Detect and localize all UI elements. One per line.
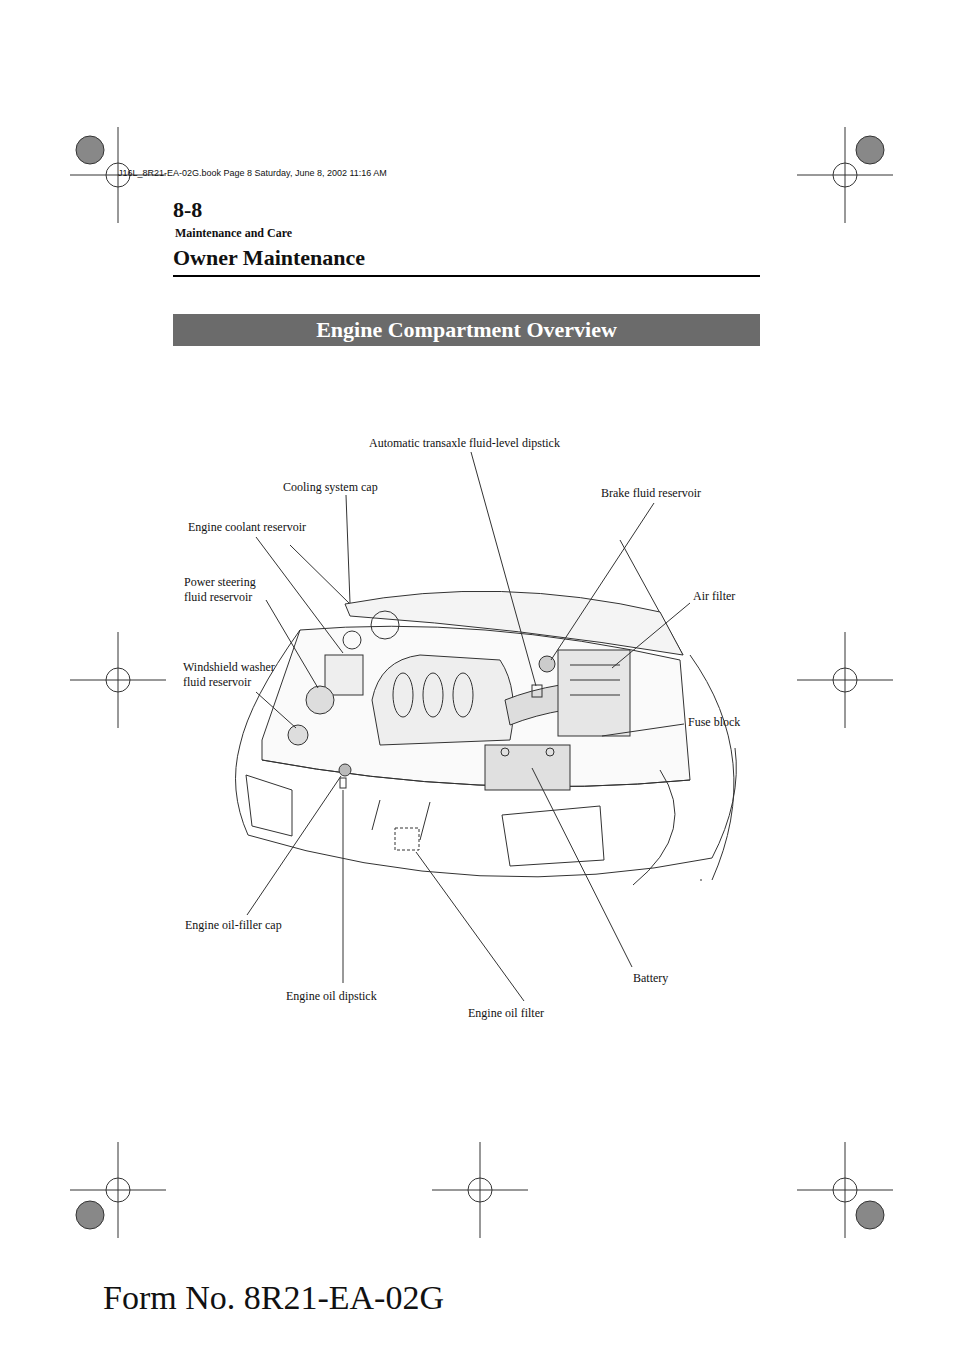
part-label: Brake fluid reservoir xyxy=(601,486,701,501)
part-label: Power steering fluid reservoir xyxy=(184,575,276,605)
part-label: Battery xyxy=(633,971,668,986)
registration-marks xyxy=(70,127,893,1238)
form-number: Form No. 8R21-EA-02G xyxy=(103,1276,444,1319)
section-banner: Engine Compartment Overview xyxy=(173,314,760,346)
part-label: Engine oil filter xyxy=(468,1006,544,1021)
section-heading: Owner Maintenance xyxy=(173,244,365,272)
part-label: Engine oil-filler cap xyxy=(185,918,282,933)
part-label: Engine coolant reservoir xyxy=(188,520,306,535)
part-label: Engine oil dipstick xyxy=(286,989,377,1004)
part-label: Windshield washer fluid reservoir xyxy=(183,660,293,690)
leader-lines xyxy=(247,452,690,1001)
part-label: Air filter xyxy=(693,589,735,604)
chapter-name: Maintenance and Care xyxy=(175,226,292,241)
page-number: 8-8 xyxy=(173,196,202,224)
print-header: J16L_8R21-EA-02G.book Page 8 Saturday, J… xyxy=(118,168,387,179)
part-label: Fuse block xyxy=(688,715,740,730)
section-title: Engine Compartment Overview xyxy=(316,317,617,343)
part-label: Cooling system cap xyxy=(283,480,378,495)
part-label: Automatic transaxle fluid-level dipstick xyxy=(369,436,560,451)
